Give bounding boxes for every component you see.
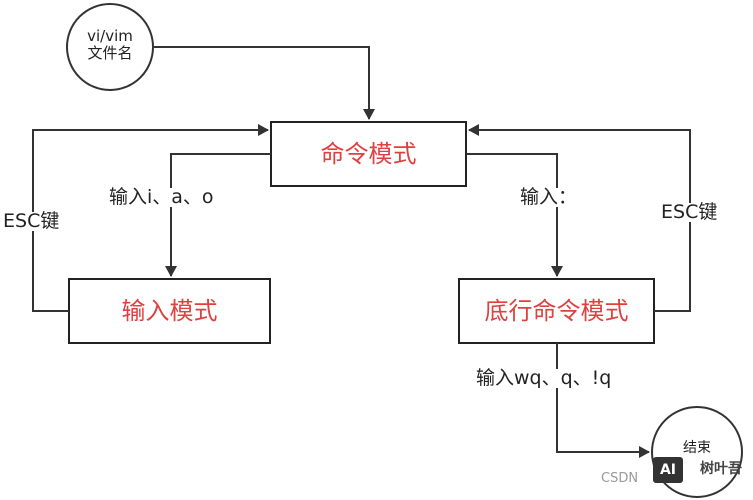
arrow-command-to-lastline	[466, 153, 563, 277]
command-mode-box	[270, 121, 467, 187]
watermark-ai-badge: AI	[653, 457, 683, 483]
end-label: 结束	[683, 440, 711, 456]
edge-label-to-lastline: 输入：	[518, 186, 580, 208]
edge-label-to-insert: 输入i、a、o	[107, 186, 216, 208]
command-mode-label: 命令模式	[320, 140, 417, 168]
arrow-start-to-command	[154, 46, 375, 120]
edge-label-esc-left: ESC键	[2, 210, 61, 232]
watermark-csdn: CSDN	[601, 471, 639, 486]
insert-mode-label: 输入模式	[121, 297, 218, 325]
edge-label-esc-right: ESC键	[660, 201, 719, 223]
lastline-mode-label: 底行命令模式	[484, 297, 629, 325]
watermark-author: 树叶吾	[700, 461, 742, 477]
start-label: vi/vim 文件名	[72, 27, 148, 63]
start-line2: 文件名	[87, 44, 133, 63]
arrow-command-to-insert	[165, 153, 271, 277]
arrow-lastline-to-end	[556, 343, 650, 458]
start-line1: vi/vim	[87, 27, 133, 45]
edge-label-quit: 输入wq、q、!q	[474, 367, 614, 389]
start-circle	[66, 3, 154, 91]
